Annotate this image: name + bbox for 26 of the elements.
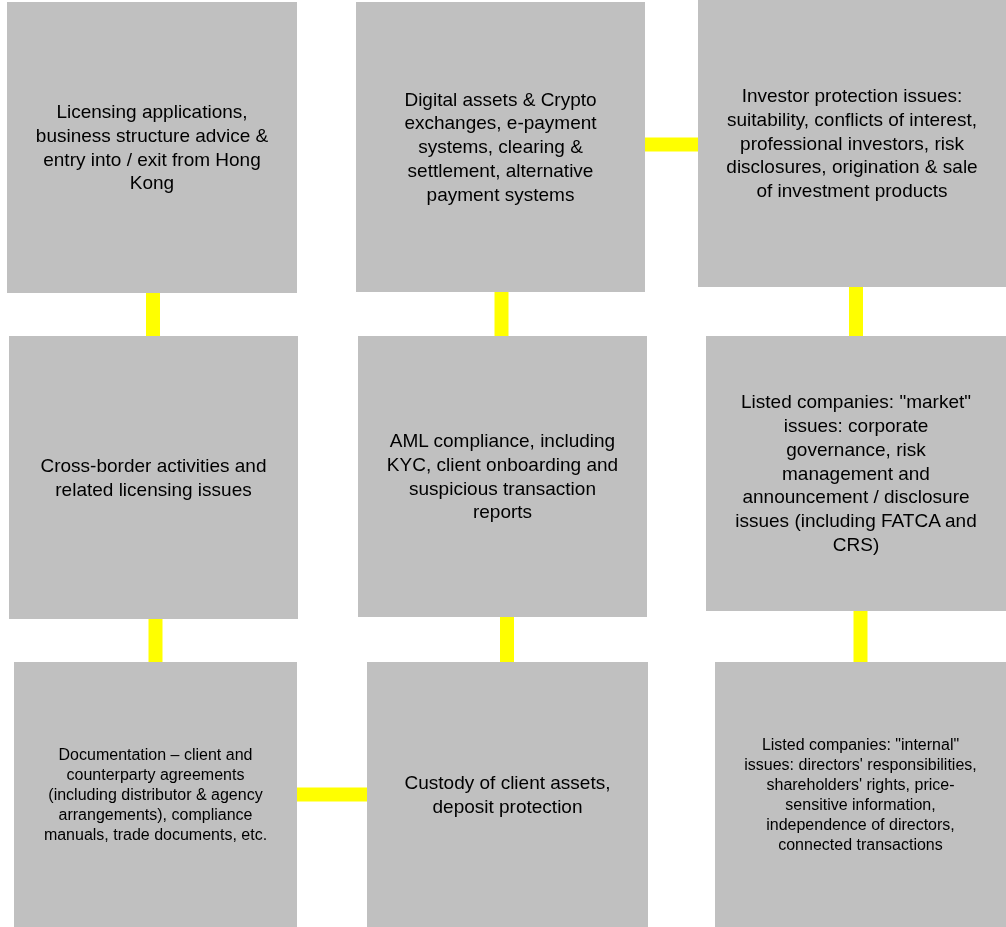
topic-box (698, 0, 1006, 287)
topic-text: Cross-border activities and related licensing issues (39, 453, 268, 502)
topic-box (14, 662, 297, 927)
topic-box (9, 336, 298, 619)
topic-box (356, 2, 645, 292)
connector-bar (148, 619, 163, 662)
topic-box (715, 662, 1006, 927)
topic-box (358, 336, 647, 617)
topic-text: Listed companies: "market" issues: corporate governance, risk management and announcement / disclosure issues (including FATCA and CRS) (734, 390, 978, 557)
topic-box (706, 336, 1006, 611)
connector-bar (645, 137, 698, 152)
topic-box (367, 662, 648, 927)
topic-box (7, 2, 297, 293)
topic-text: Digital assets & Crypto exchanges, e-payment systems, clearing & settlement, alternative payment systems (403, 87, 598, 207)
connector-bar (494, 292, 509, 336)
topic-text: Investor protection issues: suitability, conflicts of interest, professional investors, risk disclosures, origination & sale of investment products (726, 84, 978, 203)
topic-text: Documentation – client and counterparty agreements (including distributor & agency arrangements), compliance manuals, trade documents, etc. (42, 744, 269, 845)
topic-text: Listed companies: "internal" issues: directors' responsibilities, shareholders' rights, price-sensitive information, independence of directors, connected transactions (743, 734, 978, 855)
connector-bar (853, 611, 868, 662)
connector-bar (297, 787, 367, 802)
connector-bar (849, 287, 863, 336)
topic-text: Licensing applications, business structure advice & entry into / exit from Hong Kong (35, 100, 269, 195)
connector-bar (146, 293, 160, 336)
topic-text: Custody of client assets, deposit protection (403, 770, 612, 819)
topic-text: AML compliance, including KYC, client onboarding and suspicious transaction reports (386, 429, 619, 524)
connector-bar (500, 617, 514, 662)
